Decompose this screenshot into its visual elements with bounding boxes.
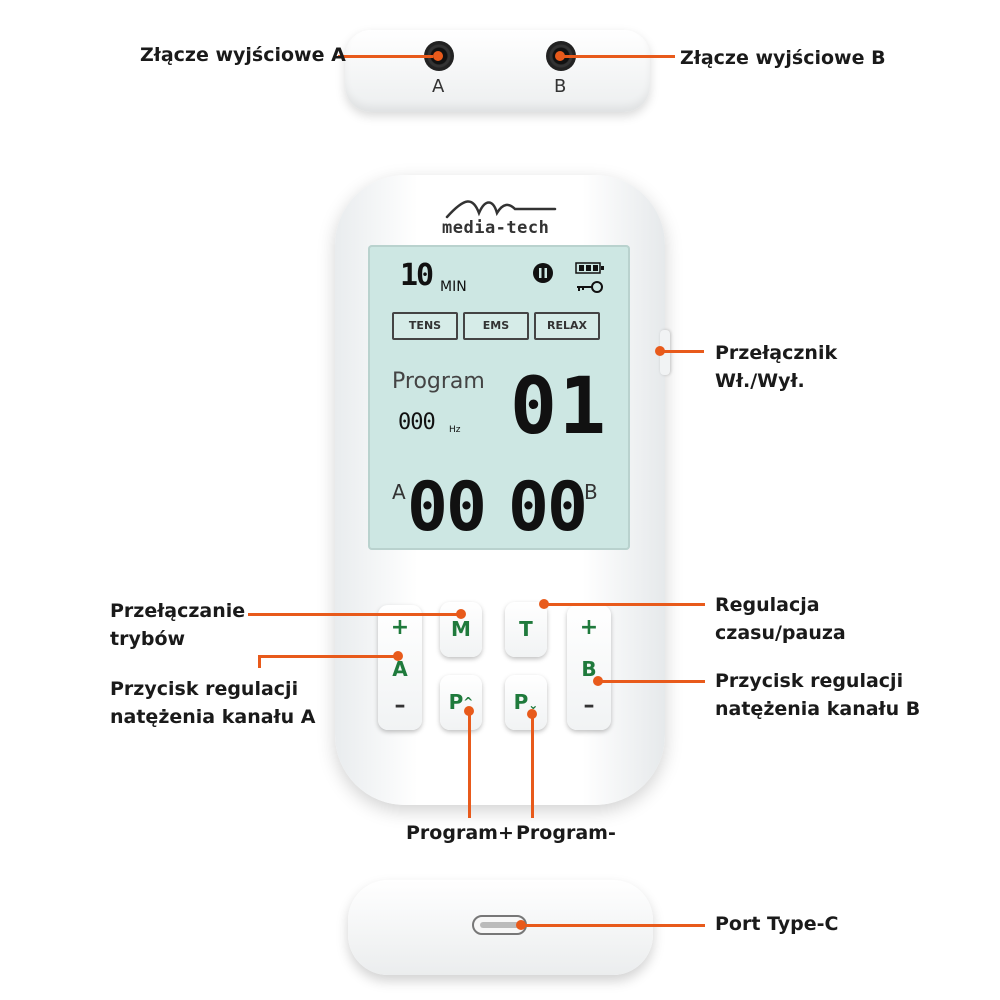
key-lock-icon xyxy=(577,281,603,293)
label-intensity-b-1: Przycisk regulacji xyxy=(715,670,904,692)
jack-b-label: B xyxy=(554,76,567,97)
channel-a-intensity-button[interactable]: + A – xyxy=(378,605,422,730)
label-program-minus: Program- xyxy=(516,822,616,844)
channel-a-key-label: A xyxy=(392,657,408,681)
channel-b-label: B xyxy=(584,480,598,504)
callout-dot-intensity-b xyxy=(593,676,603,686)
callout-line-power xyxy=(662,350,704,353)
frequency-value: 000 xyxy=(398,410,436,435)
callout-dot-time xyxy=(539,599,549,609)
callout-line-program-plus xyxy=(468,710,471,818)
channel-a-label: A xyxy=(392,480,406,504)
usb-c-port-inner xyxy=(480,922,520,928)
callout-dot-program-minus xyxy=(527,709,537,719)
chevron-down-icon: ⌄ xyxy=(528,698,539,712)
lcd-display xyxy=(368,245,630,550)
callout-dot-output-b xyxy=(555,51,565,61)
mode-tens: TENS xyxy=(392,312,458,340)
label-time-1: Regulacja xyxy=(715,594,820,616)
plus-a-symbol[interactable]: + xyxy=(390,615,410,640)
label-mode-switch-1: Przełączanie xyxy=(110,600,246,622)
callout-line-usb xyxy=(522,924,705,927)
label-program-plus: Program+ xyxy=(406,822,514,844)
label-mode-switch-2: trybów xyxy=(110,628,186,650)
brand-name: media-tech xyxy=(442,218,550,238)
jack-a-label: A xyxy=(432,76,445,97)
plus-b-symbol[interactable]: + xyxy=(579,615,599,640)
callout-dot-usb xyxy=(516,920,526,930)
callout-dot-program-plus xyxy=(464,706,474,716)
callout-line-output-b xyxy=(560,55,675,58)
program-down-label: P xyxy=(513,690,529,714)
callout-dot-intensity-a xyxy=(393,651,403,661)
device-top-view xyxy=(345,30,650,112)
callout-line-intensity-a xyxy=(258,655,398,658)
chevron-up-icon: ^ xyxy=(463,695,474,709)
label-power-switch-1: Przełącznik xyxy=(715,342,838,364)
label-power-switch-2: Wł./Wył. xyxy=(715,370,805,392)
callout-line-mode xyxy=(248,613,460,616)
callout-line-intensity-a-drop xyxy=(258,655,261,668)
program-number: 01 xyxy=(510,362,608,452)
callout-line-output-a xyxy=(338,55,433,58)
label-intensity-b-2: natężenia kanału B xyxy=(715,698,921,720)
label-output-a: Złącze wyjściowe A xyxy=(140,44,346,66)
frequency-unit: Hz xyxy=(449,425,461,435)
label-usb-port: Port Type-C xyxy=(715,913,839,935)
callout-line-program-minus xyxy=(531,713,534,818)
program-down-button[interactable]: P⌄ xyxy=(505,675,547,730)
battery-icon xyxy=(575,262,604,274)
label-time-2: czasu/pauza xyxy=(715,622,846,644)
callout-line-time xyxy=(545,603,705,606)
label-intensity-a-2: natężenia kanału A xyxy=(110,706,316,728)
program-up-label: P xyxy=(448,690,464,714)
channel-b-value: 00 xyxy=(508,468,588,547)
channel-a-value: 00 xyxy=(407,468,487,547)
mode-relax: RELAX xyxy=(534,312,600,340)
pause-icon xyxy=(533,263,553,283)
label-output-b: Złącze wyjściowe B xyxy=(680,47,886,69)
timer-unit: MIN xyxy=(440,279,467,295)
timer-value: 10 xyxy=(400,258,434,293)
label-intensity-a-1: Przycisk regulacji xyxy=(110,678,299,700)
callout-dot-output-a xyxy=(433,51,443,61)
callout-line-intensity-b xyxy=(600,680,705,683)
callout-dot-mode xyxy=(456,609,466,619)
program-label: Program xyxy=(392,369,485,394)
minus-a-symbol[interactable]: – xyxy=(394,693,406,718)
channel-b-key-label: B xyxy=(581,657,597,681)
callout-dot-power xyxy=(655,346,665,356)
minus-b-symbol[interactable]: – xyxy=(583,693,595,718)
channel-b-intensity-button[interactable]: + B – xyxy=(567,605,611,730)
mode-ems: EMS xyxy=(463,312,529,340)
program-up-button[interactable]: P^ xyxy=(440,675,482,730)
media-tech-logo-icon xyxy=(445,200,557,219)
time-pause-button[interactable]: T xyxy=(505,602,547,657)
